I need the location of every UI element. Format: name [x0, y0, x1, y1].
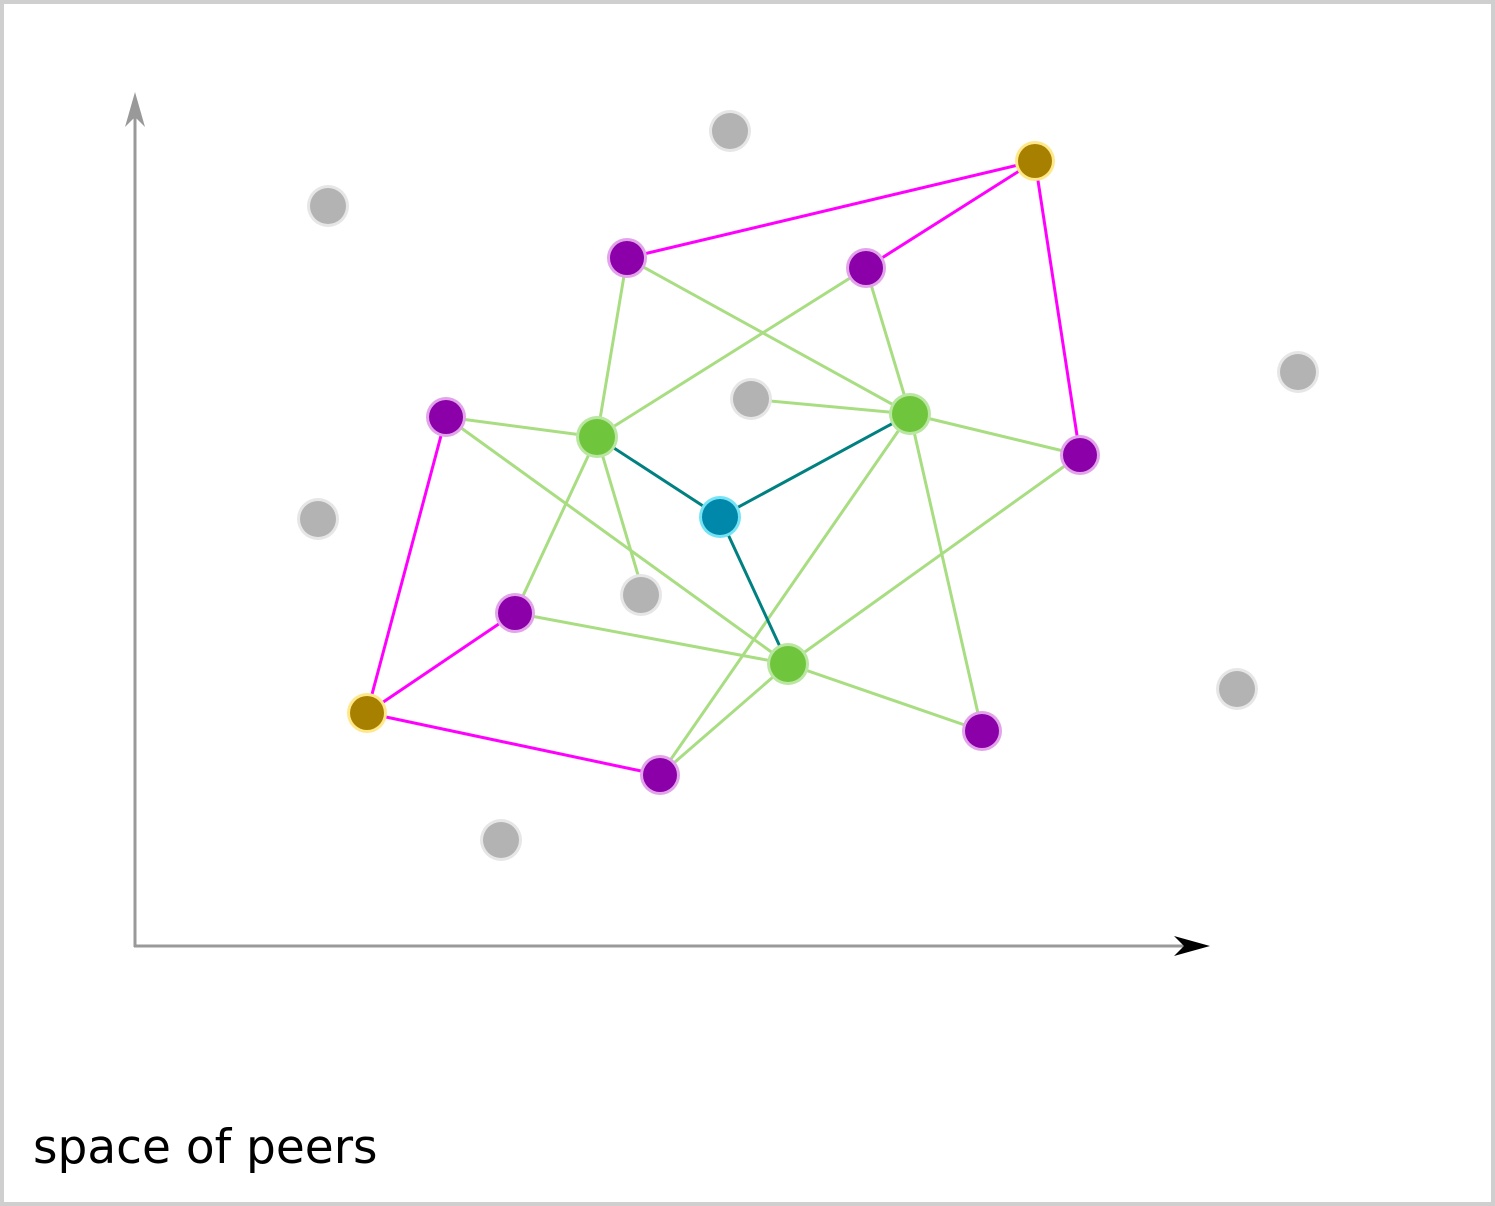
green-peer-node-g3	[767, 643, 809, 685]
node-core	[1063, 438, 1097, 472]
node-core	[1219, 671, 1255, 707]
node-core	[350, 696, 384, 730]
gray-peer-node-gr4	[297, 498, 339, 540]
green-edge-g2-p6	[658, 412, 912, 777]
magenta-edge-o1-p4	[1033, 159, 1082, 457]
green-peer-node-g2	[889, 393, 931, 435]
teal-peer-node-teal	[699, 496, 741, 538]
olive-peer-node-o2	[347, 693, 387, 733]
node-core	[483, 822, 519, 858]
peer-nodes	[297, 110, 1319, 861]
teal-edge-teal-g1	[595, 435, 722, 519]
node-core	[849, 251, 883, 285]
purple-peer-node-p1	[607, 238, 647, 278]
node-core	[702, 499, 738, 535]
green-edge-g3-p7	[786, 662, 984, 733]
y-axis-arrowhead	[125, 92, 145, 127]
green-edge-g2-gr5	[746, 397, 912, 416]
axes	[125, 92, 1210, 956]
magenta-edge-o1-p1	[625, 159, 1037, 260]
node-core	[623, 577, 659, 613]
olive-peer-node-o1	[1015, 141, 1055, 181]
node-core	[733, 381, 769, 417]
node-core	[310, 188, 346, 224]
node-core	[1280, 354, 1316, 390]
gray-peer-node-gr6	[620, 574, 662, 616]
purple-peer-node-p7	[962, 711, 1002, 751]
teal-edge-teal-g3	[718, 515, 790, 666]
node-core	[770, 646, 806, 682]
node-core	[712, 113, 748, 149]
purple-peer-node-p5	[495, 593, 535, 633]
gray-peer-node-gr1	[709, 110, 751, 152]
purple-peer-node-p4	[1060, 435, 1100, 475]
node-core	[610, 241, 644, 275]
green-edge-g2-p1	[625, 256, 912, 416]
gray-peer-node-gr2	[307, 185, 349, 227]
node-core	[429, 400, 463, 434]
green-edge-g3-p3	[444, 415, 790, 666]
green-edge-g1-gr6	[595, 435, 643, 587]
green-edge-g1-p3	[444, 415, 599, 439]
node-core	[1018, 144, 1052, 178]
magenta-edge-o2-p3	[365, 415, 448, 715]
green-edge-g1-p2	[595, 266, 868, 439]
green-edge-g1-p5	[513, 435, 599, 615]
node-core	[498, 596, 532, 630]
green-edge-g2-p7	[908, 412, 984, 733]
green-edge-g3-p4	[786, 453, 1082, 666]
x-axis-arrowhead	[1174, 936, 1210, 956]
magenta-edge-o2-p5	[365, 611, 517, 715]
gray-peer-node-gr5	[730, 378, 772, 420]
node-core	[892, 396, 928, 432]
gray-peer-node-gr8	[480, 819, 522, 861]
gray-peer-node-gr3	[1277, 351, 1319, 393]
magenta-edge-o2-p6	[365, 711, 662, 777]
node-core	[579, 419, 615, 455]
gray-peer-node-gr7	[1216, 668, 1258, 710]
purple-peer-node-p2	[846, 248, 886, 288]
green-peer-node-g1	[576, 416, 618, 458]
green-edges	[444, 256, 1082, 777]
node-core	[965, 714, 999, 748]
magenta-edges	[365, 159, 1082, 777]
teal-edge-teal-g2	[718, 412, 912, 519]
green-edge-g1-p1	[595, 256, 629, 439]
node-core	[643, 758, 677, 792]
green-edge-g3-p6	[658, 662, 790, 777]
diagram-caption: space of peers	[33, 1120, 378, 1175]
purple-peer-node-p3	[426, 397, 466, 437]
teal-edges	[595, 412, 912, 666]
purple-peer-node-p6	[640, 755, 680, 795]
green-edge-g2-p2	[864, 266, 912, 416]
magenta-edge-o1-p2	[864, 159, 1037, 270]
node-core	[300, 501, 336, 537]
green-edge-g3-p5	[513, 611, 790, 666]
green-edge-g2-p4	[908, 412, 1082, 457]
